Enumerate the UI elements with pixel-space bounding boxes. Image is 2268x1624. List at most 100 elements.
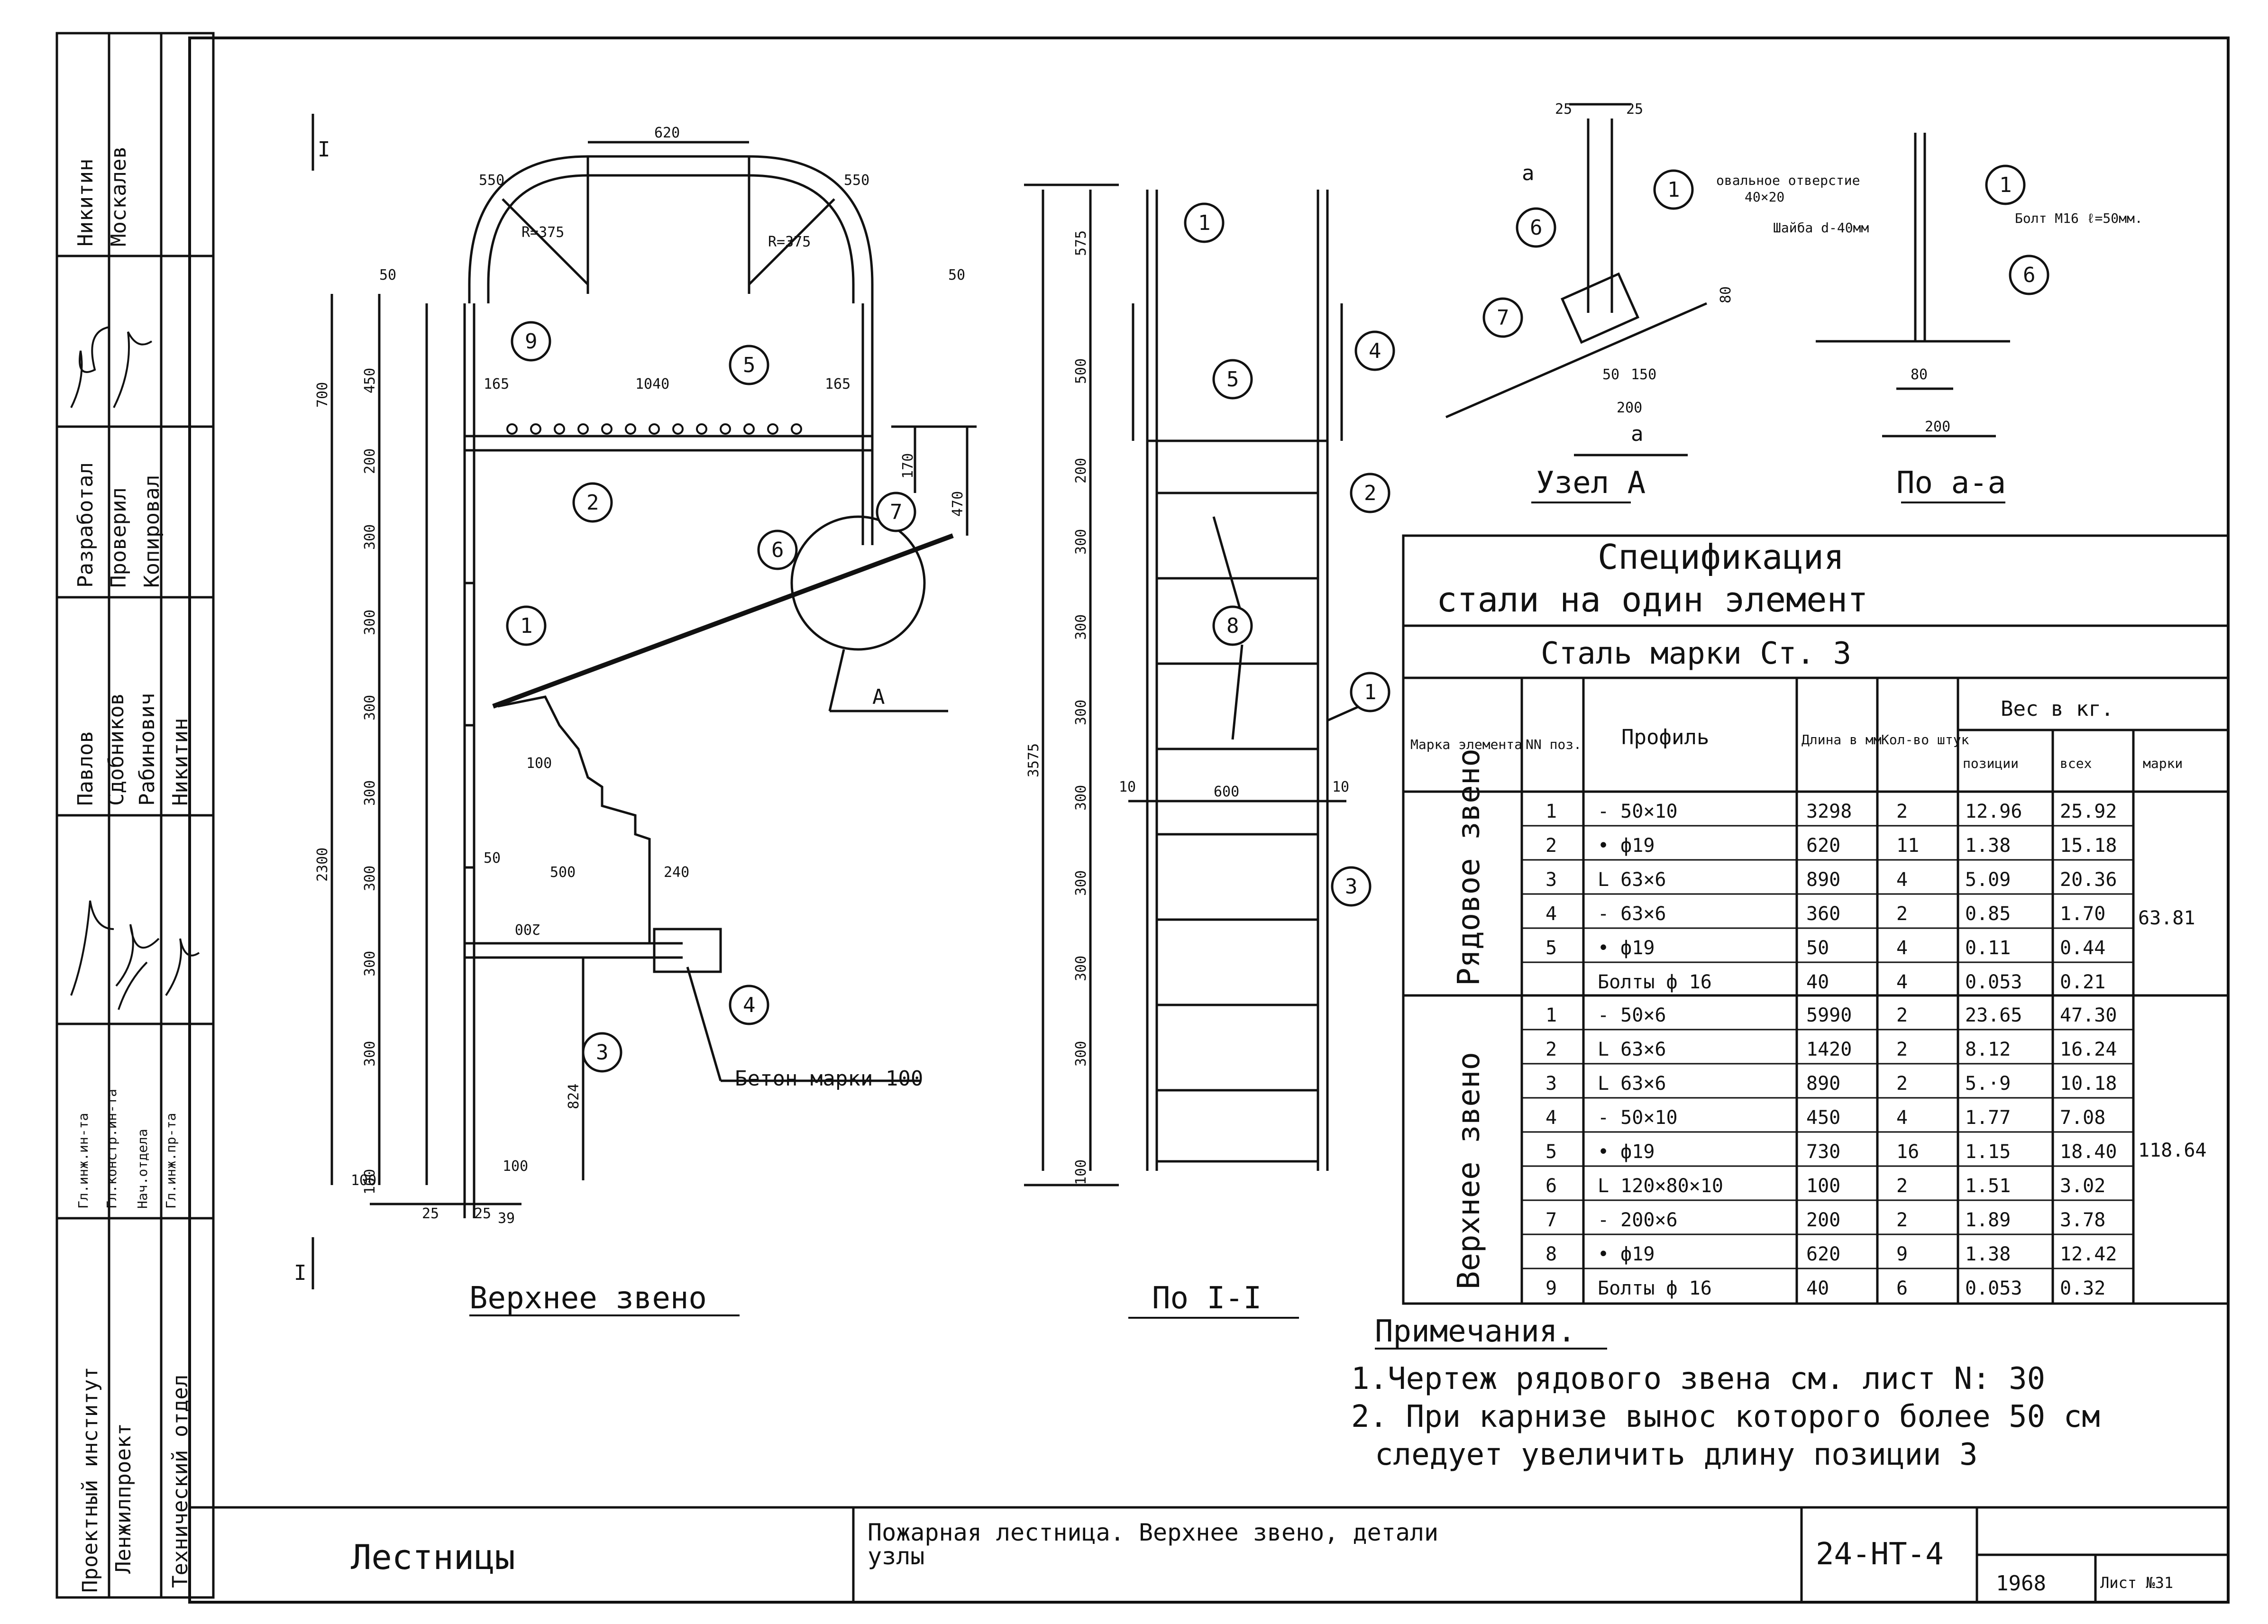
dim-w240: 240	[664, 864, 689, 881]
notes-item-3: следует увеличить длину позиции 3	[1375, 1437, 1978, 1472]
spec-cell: 6	[1546, 1175, 1557, 1197]
node-marker-7: 7	[1497, 306, 1509, 330]
spec-cell: 0.053	[1965, 971, 2022, 993]
spec-cell: Болты ф 16	[1598, 971, 1712, 993]
spec-cell: 200	[1806, 1209, 1840, 1231]
spec-cell: • ф19	[1598, 1243, 1655, 1265]
node-cut-top: a	[1522, 161, 1535, 185]
section-aa-drawing	[1816, 133, 2010, 503]
node-d150: 150	[1631, 366, 1656, 383]
spec-cell: 2	[1546, 1039, 1557, 1060]
spec-cell: 620	[1806, 835, 1840, 857]
spec-cell: 18.40	[2060, 1141, 2117, 1163]
section-markers	[1184, 202, 1395, 907]
stamp-role2-1: Разработал	[73, 462, 98, 588]
spec-cell: 2	[1896, 1004, 1908, 1026]
spec-cell: 1.15	[1965, 1141, 2011, 1163]
spec-cell: 10.18	[2060, 1073, 2117, 1095]
spec-cell: 9	[1546, 1277, 1557, 1299]
sec-dim-v300-6: 300	[1073, 956, 1089, 981]
spec-cell: 620	[1806, 1243, 1840, 1265]
dim-v700: 700	[314, 382, 331, 408]
spec-cell: 1420	[1806, 1039, 1852, 1060]
spec-cell: 100	[1806, 1175, 1840, 1197]
node-d25b: 25	[1626, 101, 1643, 118]
spec-cell: 4	[1896, 971, 1908, 993]
spec-cell: 2	[1896, 1073, 1908, 1095]
stamp-role-3: Нач.отдела	[135, 1129, 150, 1209]
sec-dim-v300-3: 300	[1073, 700, 1089, 725]
sec-marker-1a: 1	[1198, 211, 1211, 235]
spec-cell: 4	[1896, 869, 1908, 891]
sec-dim-w10a: 10	[1119, 779, 1136, 795]
spec-cell: - 50×10	[1598, 1107, 1678, 1129]
spec-cell: 0.053	[1965, 1277, 2022, 1299]
dim-v300-4: 300	[362, 780, 378, 806]
dim-span165b: 165	[825, 376, 850, 392]
stamp-name-a-1: Павлов	[73, 730, 98, 806]
aa-markers	[1985, 164, 2049, 295]
dim-v100: 100	[362, 1169, 378, 1195]
dim-b100b: 100	[503, 1158, 528, 1175]
dim-v2300: 2300	[314, 848, 331, 882]
sec-marker-8: 8	[1226, 614, 1239, 638]
stamp-role-2: Гл.констр.ин-та	[104, 1089, 119, 1209]
upper-node-label: A	[872, 685, 885, 709]
spec-cell: 730	[1806, 1141, 1840, 1163]
spec-cell: • ф19	[1598, 1141, 1655, 1163]
spec-h-mark: Марка элемента	[1410, 737, 1522, 752]
spec-cell: 890	[1806, 869, 1840, 891]
node-marker-1: 1	[1667, 178, 1680, 202]
spec-cell: 2	[1896, 903, 1908, 925]
node-oval-hole: овальное отверстие	[1716, 173, 1860, 188]
title-name: Лестницы	[351, 1537, 515, 1577]
dim-arc-left: 550	[479, 172, 504, 189]
aa-caption: По а-а	[1896, 465, 2006, 501]
spec-h-qty: Кол-во штук	[1881, 732, 1969, 748]
dim-v300-1: 300	[362, 524, 378, 550]
spec-cell: 12.42	[2060, 1243, 2117, 1265]
node-d50: 50	[1602, 366, 1619, 383]
section-drawing	[1024, 183, 1371, 1319]
spec-cell: 1.77	[1965, 1107, 2011, 1129]
dim-h50b: 50	[948, 267, 965, 283]
aa-marker-1: 1	[1999, 173, 2012, 197]
stamp-role2-2: Проверил	[107, 487, 131, 588]
spec-cell: 1.38	[1965, 835, 2011, 857]
marker-7: 7	[890, 500, 903, 524]
node-a-markers	[1482, 169, 1694, 338]
left-stamp	[55, 32, 215, 1599]
dim-span165a: 165	[484, 376, 509, 392]
spec-cell: 4	[1896, 1107, 1908, 1129]
spec-cell: 5.·9	[1965, 1073, 2011, 1095]
marker-6: 6	[771, 538, 784, 562]
spec-h-wmark: марки	[2143, 756, 2183, 771]
dim-v470: 470	[950, 491, 966, 517]
spec-cell: 23.65	[1965, 1004, 2022, 1026]
title-description-1: Пожарная лестница. Верхнее звено, детали	[868, 1519, 1438, 1546]
aa-d80: 80	[1911, 366, 1928, 383]
upper-link-drawing	[311, 114, 977, 1316]
dim-arc-right: 550	[844, 172, 869, 189]
spec-group-2-name: Верхнее звено	[1452, 1052, 1487, 1289]
spec-cell: 9	[1896, 1243, 1908, 1265]
spec-cell: 0.44	[2060, 937, 2105, 959]
spec-cell: 2	[1896, 1039, 1908, 1060]
marker-2: 2	[586, 491, 599, 515]
dim-w50: 50	[484, 850, 501, 867]
stamp-institute-1: Проектный институт	[78, 1367, 102, 1593]
spec-cell: 50	[1806, 937, 1829, 959]
spec-row-lines	[1522, 825, 2133, 1269]
spec-cell: 1.70	[2060, 903, 2105, 925]
sec-marker-4: 4	[1369, 339, 1381, 363]
spec-cell: 7	[1546, 1209, 1557, 1231]
node-d200: 200	[1617, 400, 1642, 416]
spec-cell: 1.89	[1965, 1209, 2011, 1231]
stamp-department: Технический отдел	[168, 1375, 192, 1588]
spec-cell: 0.32	[2060, 1277, 2105, 1299]
spec-cell: 3	[1546, 1073, 1557, 1095]
spec-cell: 5990	[1806, 1004, 1852, 1026]
sec-dim-v575: 575	[1073, 230, 1089, 256]
stamp-role-4: Гл.инж.пр-та	[163, 1113, 179, 1209]
marker-3: 3	[596, 1040, 609, 1065]
